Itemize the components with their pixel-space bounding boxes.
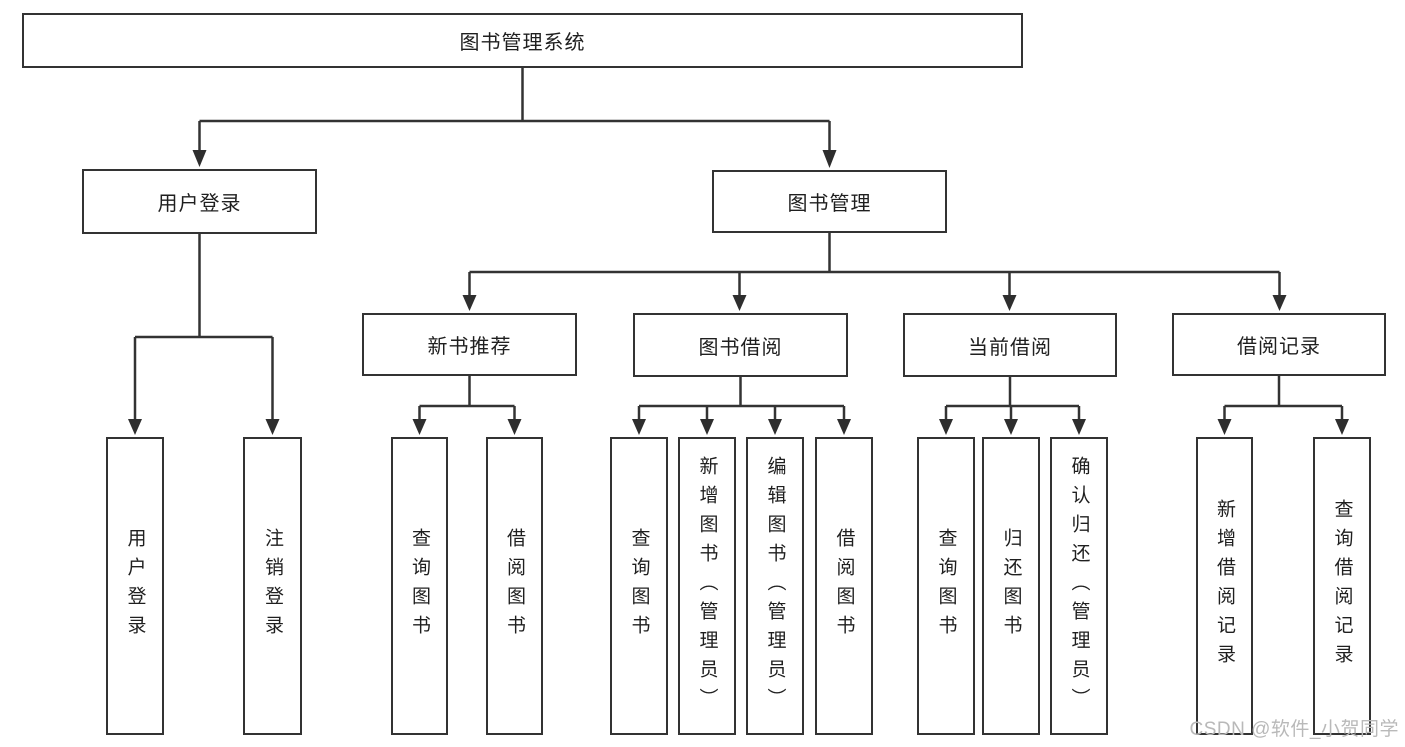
node-label: 编辑图书（管理员）	[764, 455, 786, 717]
arrowhead	[128, 419, 142, 435]
arrowhead	[462, 295, 477, 311]
leaf-confirm-return-admin: 确认归还（管理员）	[1050, 437, 1108, 735]
connector-bookborrow-to-leaves	[637, 377, 846, 421]
csdn-watermark: CSDN @软件_小贺同学	[1189, 719, 1399, 740]
leaf-edit-books-admin: 编辑图书（管理员）	[746, 437, 804, 735]
node-label: 图书借阅	[698, 336, 783, 359]
leaf-borrow-books-2: 借阅图书	[815, 437, 873, 735]
node-borrowing-records: 借阅记录	[1172, 313, 1386, 376]
arrowhead	[768, 419, 782, 435]
node-label: 借阅记录	[1237, 336, 1321, 358]
node-user-login: 用户登录	[82, 169, 317, 234]
node-new-book-recommend: 新书推荐	[362, 313, 577, 376]
leaf-borrow-books-1: 借阅图书	[486, 437, 543, 735]
arrowhead	[507, 419, 522, 435]
node-label: 新增借阅记录	[1214, 499, 1235, 673]
connector-bookmgmt-to-level3	[468, 233, 1281, 297]
node-label: 归还图书	[1000, 528, 1022, 644]
node-label: 图书管理系统	[459, 32, 586, 54]
node-label: 新增图书（管理员）	[696, 455, 718, 717]
arrowhead	[1335, 419, 1349, 435]
arrowhead	[732, 295, 747, 311]
leaf-add-books-admin: 新增图书（管理员）	[678, 437, 736, 735]
arrowhead	[192, 150, 207, 167]
node-label: 确认归还（管理员）	[1068, 455, 1090, 717]
node-label: 新书推荐	[427, 336, 512, 358]
leaf-logout: 注销登录	[243, 437, 302, 735]
node-label: 图书管理	[787, 193, 872, 215]
node-label: 注销登录	[262, 528, 283, 644]
node-book-borrowing: 图书借阅	[633, 313, 848, 377]
leaf-user-login: 用户登录	[106, 437, 164, 735]
node-book-management: 图书管理	[712, 170, 947, 233]
arrowhead	[700, 419, 714, 435]
node-label: 用户登录	[124, 528, 146, 644]
connector-userlogin-to-leaves	[133, 234, 274, 421]
arrowhead	[265, 419, 280, 435]
arrowhead	[939, 419, 953, 435]
arrowhead	[1004, 419, 1018, 435]
node-label: 借阅图书	[833, 528, 855, 644]
node-label: 查询图书	[409, 528, 430, 644]
arrowhead	[1002, 295, 1017, 311]
node-library-system: 图书管理系统	[22, 13, 1023, 68]
arrowhead	[1272, 295, 1287, 311]
leaf-query-books-3: 查询图书	[917, 437, 975, 735]
connector-newbookrec-to-leaves	[418, 376, 516, 421]
arrowhead	[632, 419, 646, 435]
arrowhead	[412, 419, 427, 435]
leaf-add-borrow-record: 新增借阅记录	[1196, 437, 1253, 735]
arrowhead	[1072, 419, 1086, 435]
arrowhead	[837, 419, 851, 435]
node-label: 用户登录	[157, 193, 242, 215]
node-label: 查询图书	[628, 528, 650, 644]
leaf-return-books: 归还图书	[982, 437, 1040, 735]
node-current-borrowing: 当前借阅	[903, 313, 1117, 377]
node-label: 借阅图书	[504, 528, 525, 644]
leaf-query-borrow-record: 查询借阅记录	[1313, 437, 1371, 735]
connector-root-to-level2	[198, 68, 831, 153]
arrowhead	[822, 150, 837, 168]
node-label: 查询借阅记录	[1331, 499, 1353, 673]
arrowhead	[1217, 419, 1232, 435]
leaf-query-books-2: 查询图书	[610, 437, 668, 735]
connector-currentborrow-to-leaves	[944, 377, 1081, 421]
connector-borrowrecords-to-leaves	[1223, 376, 1344, 421]
leaf-query-books-1: 查询图书	[391, 437, 448, 735]
node-label: 查询图书	[935, 528, 957, 644]
node-label: 当前借阅	[968, 336, 1052, 359]
